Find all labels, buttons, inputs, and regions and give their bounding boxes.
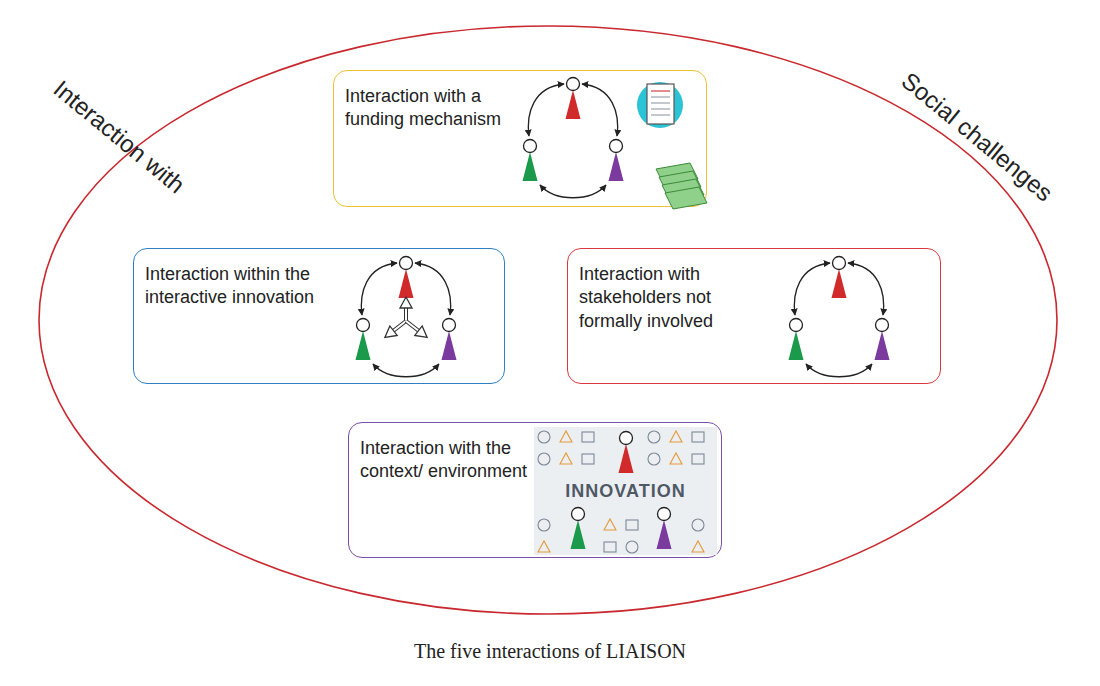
box-label: Interaction within the interactive innov… bbox=[145, 263, 335, 310]
person-head bbox=[400, 257, 413, 270]
interaction-box: Interaction with the context/ environmen… bbox=[348, 422, 722, 558]
interaction-box: Interaction with stakeholders not formal… bbox=[567, 248, 941, 384]
label-holder: INNOVATION bbox=[534, 481, 717, 502]
person-body bbox=[571, 520, 586, 549]
picture-icon bbox=[692, 541, 704, 552]
person-head bbox=[357, 319, 370, 332]
person-head bbox=[620, 432, 633, 445]
interaction-arrow bbox=[848, 263, 884, 315]
picture-icon bbox=[670, 431, 682, 442]
person-head bbox=[567, 78, 580, 91]
document-line bbox=[651, 90, 670, 91]
document-line bbox=[651, 102, 670, 103]
interaction-arrow bbox=[361, 263, 397, 315]
caption-holder: The five interactions of LIAISON bbox=[0, 640, 1100, 663]
interaction-arrow bbox=[806, 364, 872, 377]
picture-icon bbox=[604, 542, 616, 552]
interaction-arrow bbox=[794, 263, 830, 315]
document-line bbox=[651, 96, 670, 97]
person-head bbox=[572, 508, 585, 521]
picture-icon bbox=[538, 453, 550, 465]
innovation-picture bbox=[534, 427, 717, 555]
hub-arrowhead bbox=[415, 326, 427, 337]
picture-icon bbox=[626, 520, 638, 530]
person-head bbox=[610, 140, 623, 153]
person-body bbox=[442, 331, 457, 360]
person-head bbox=[833, 257, 846, 270]
hub-arrowhead bbox=[400, 297, 412, 308]
interaction-arrow bbox=[373, 364, 439, 377]
caption: The five interactions of LIAISON bbox=[414, 640, 686, 663]
interaction-arrow bbox=[540, 185, 606, 198]
interaction-box: Interaction within the interactive innov… bbox=[133, 248, 505, 384]
picture-icon bbox=[692, 519, 704, 531]
document-badge bbox=[637, 82, 683, 128]
hub-arrowhead bbox=[385, 326, 397, 337]
interaction-arrow bbox=[582, 84, 618, 136]
picture-icon bbox=[648, 431, 660, 443]
box-label: Interaction with the context/ environmen… bbox=[360, 437, 530, 484]
person-head bbox=[790, 319, 803, 332]
person-body bbox=[832, 269, 847, 298]
picture-icon bbox=[692, 454, 704, 464]
document-icon bbox=[647, 84, 674, 124]
person-head bbox=[524, 140, 537, 153]
person-head bbox=[658, 508, 671, 521]
person-body bbox=[523, 152, 538, 181]
person-body bbox=[399, 269, 414, 298]
person-head bbox=[443, 319, 456, 332]
ellipse-region: Interaction with a funding mechanismInte… bbox=[38, 25, 1058, 615]
picture-icon bbox=[560, 431, 572, 442]
picture-icon bbox=[670, 453, 682, 464]
document-line bbox=[651, 108, 670, 109]
picture-icon bbox=[538, 519, 550, 531]
person-body bbox=[619, 444, 634, 473]
picture-icon bbox=[626, 541, 638, 553]
person-body bbox=[657, 520, 672, 549]
picture-icon bbox=[692, 432, 704, 442]
box-label: Interaction with stakeholders not formal… bbox=[579, 263, 769, 333]
interaction-box: Interaction with a funding mechanism bbox=[333, 70, 707, 207]
picture-icon bbox=[538, 431, 550, 443]
picture-icon bbox=[604, 519, 616, 530]
picture-icon bbox=[582, 454, 594, 464]
picture-icon bbox=[582, 432, 594, 442]
person-body bbox=[789, 331, 804, 360]
person-body bbox=[356, 331, 371, 360]
person-body bbox=[875, 331, 890, 360]
document-line bbox=[651, 114, 670, 115]
interaction-arrow bbox=[528, 84, 564, 136]
banknote bbox=[665, 187, 707, 209]
picture-icon bbox=[538, 541, 550, 552]
box-label: Interaction with a funding mechanism bbox=[345, 85, 505, 132]
person-head bbox=[876, 319, 889, 332]
picture-icon bbox=[648, 453, 660, 465]
person-body bbox=[609, 152, 624, 181]
person-body bbox=[566, 90, 581, 119]
ellipse-outline bbox=[39, 26, 1057, 614]
picture-icon bbox=[560, 453, 572, 464]
illustration-word: INNOVATION bbox=[562, 481, 688, 502]
interaction-arrow bbox=[415, 263, 451, 315]
